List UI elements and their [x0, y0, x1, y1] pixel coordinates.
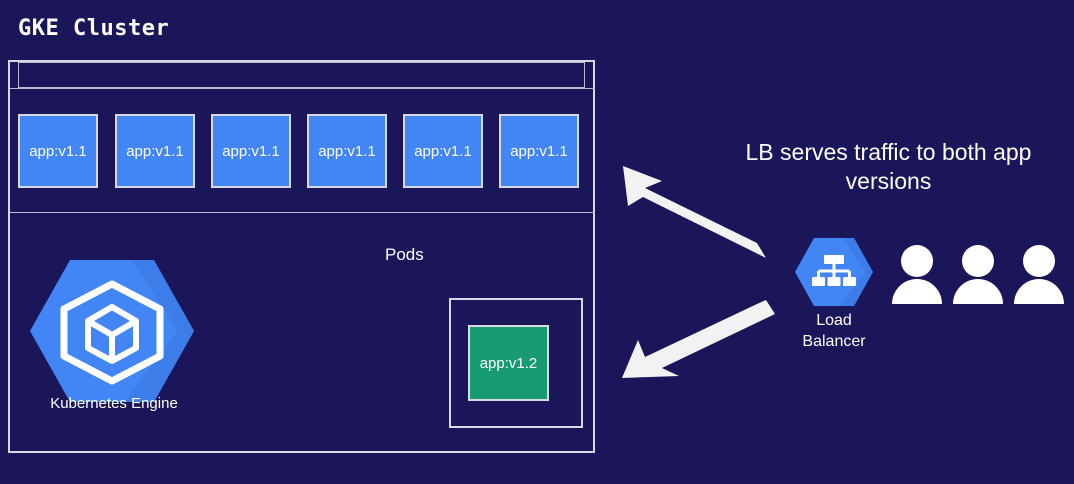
lb-annotation-line1: LB serves traffic to both app [745, 139, 1032, 165]
user-icon [892, 245, 942, 304]
pod-app-v1-1[interactable]: app:v1.1 [499, 114, 579, 188]
arrow-lb-to-v1-2-pod [622, 300, 775, 378]
pod-app-v1-1[interactable]: app:v1.1 [211, 114, 291, 188]
gke-cluster-boundary [8, 60, 595, 453]
new-version-pod-boundary [449, 298, 583, 428]
pod-app-v1-1[interactable]: app:v1.1 [403, 114, 483, 188]
kubernetes-engine-icon [28, 256, 196, 406]
pods-row-boundary [10, 88, 595, 213]
lb-annotation: LB serves traffic to both app versions [716, 138, 1061, 196]
load-balancer-icon [793, 236, 875, 308]
kubernetes-engine-caption: Kubernetes Engine [50, 395, 178, 412]
load-balancer-caption: Load Balancer [775, 310, 893, 352]
cluster-header-strip [18, 62, 585, 88]
load-balancer-caption-line1: Load [816, 312, 852, 329]
user-icon [953, 245, 1003, 304]
user-icon [1014, 245, 1064, 304]
lb-annotation-line2: versions [845, 168, 932, 194]
pod-app-v1-1[interactable]: app:v1.1 [18, 114, 98, 188]
pods-label: Pods [385, 245, 424, 264]
page-title: GKE Cluster [18, 16, 170, 41]
pod-app-v1-1[interactable]: app:v1.1 [307, 114, 387, 188]
pod-app-v1-1[interactable]: app:v1.1 [115, 114, 195, 188]
load-balancer-caption-line2: Balancer [802, 333, 866, 350]
users-group [888, 244, 1068, 306]
pod-app-v1-2[interactable]: app:v1.2 [468, 325, 549, 401]
